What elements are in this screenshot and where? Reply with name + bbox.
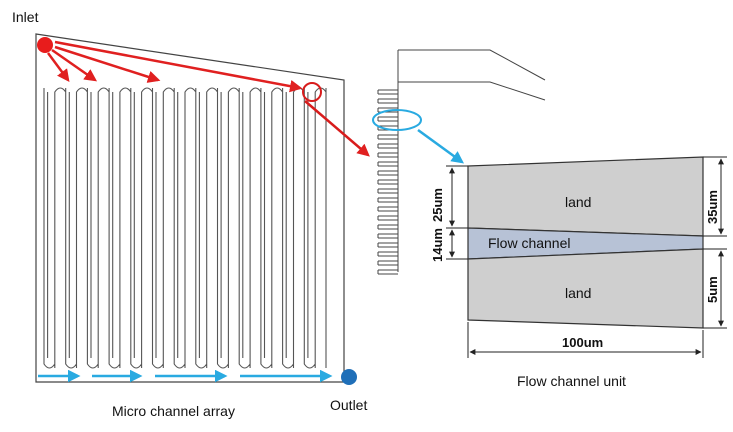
land-bottom-label: land xyxy=(565,285,591,301)
inlet-label: Inlet xyxy=(12,9,39,25)
zoom-arrow-blue xyxy=(417,128,465,164)
dim-bottom: 100um xyxy=(562,335,603,350)
dim-right-upper: 35um xyxy=(705,190,720,224)
zoom-arrow-red xyxy=(304,100,370,157)
zoomed-channel-detail xyxy=(377,49,546,275)
zoom-circle-red xyxy=(302,82,322,102)
unit-caption: Flow channel unit xyxy=(517,373,626,389)
zoom-ellipse-blue xyxy=(372,109,422,131)
dim-left-lower: 14um xyxy=(430,228,445,262)
land-top-label: land xyxy=(565,194,591,210)
outlet-label: Outlet xyxy=(330,397,367,413)
outlet-port xyxy=(341,369,357,385)
dimension-lines xyxy=(446,156,727,358)
serpentine-channels xyxy=(43,87,327,369)
micro-channel-array xyxy=(35,33,345,383)
flow-channel-label: Flow channel xyxy=(488,235,571,251)
flow-channel-unit: land Flow channel land xyxy=(467,156,704,329)
dim-left-upper: 25um xyxy=(430,188,445,222)
inlet-flow-arrows xyxy=(46,40,303,93)
array-caption: Micro channel array xyxy=(112,403,235,419)
dim-right-lower: 5um xyxy=(705,276,720,303)
inlet-port xyxy=(37,37,53,53)
